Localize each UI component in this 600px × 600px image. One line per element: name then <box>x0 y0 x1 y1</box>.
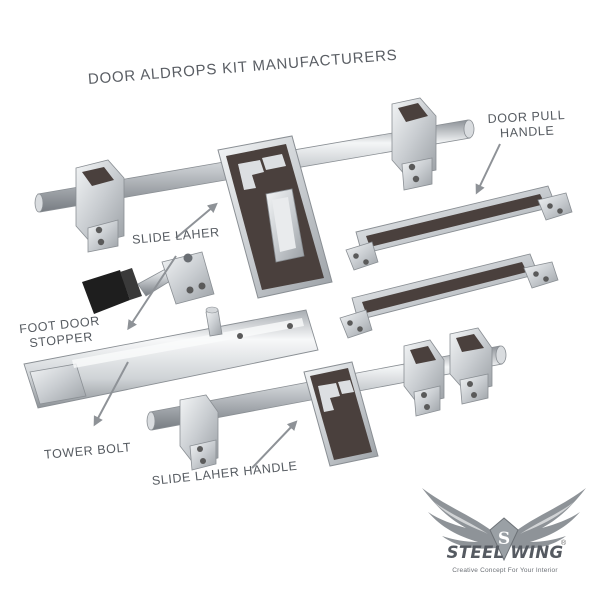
aldrop-top-left-bracket <box>75 159 125 253</box>
arrow-icon <box>475 143 501 195</box>
brand-tagline: Creative Concept For Your Interior <box>452 567 558 574</box>
wing-logo-icon: S <box>422 488 586 562</box>
aldrop-top-plate <box>217 135 333 299</box>
aldrop-top-right-bracket <box>391 97 437 191</box>
foot-door-stopper <box>82 251 215 314</box>
stopper-rubber <box>82 270 130 314</box>
callout-arrows <box>93 143 501 469</box>
arrow-icon <box>93 361 129 427</box>
aldrop-bottom-plate <box>303 361 379 467</box>
aldrop-bottom-right-bracket-a <box>403 339 445 417</box>
aldrop-top-rod-end <box>463 119 475 139</box>
label-door-pull-handle: DOOR PULL HANDLE <box>487 108 566 142</box>
arrow-icon <box>127 255 177 331</box>
brand-logo-letter: S <box>498 529 510 549</box>
aldrop-top <box>34 97 475 299</box>
arrow-icon <box>251 420 298 469</box>
aldrop-bottom-right-bracket-b <box>449 327 493 405</box>
aldrop-bottom <box>146 327 507 471</box>
tower-bolt <box>23 306 319 409</box>
door-pull-handle-bottom <box>339 253 559 339</box>
brand-registered-mark: ® <box>561 540 567 547</box>
brand-name: STEEL WING <box>446 543 564 562</box>
arrow-icon <box>175 202 218 239</box>
door-pull-handle-top <box>345 185 573 271</box>
aldrop-bottom-left-bracket <box>179 394 219 471</box>
